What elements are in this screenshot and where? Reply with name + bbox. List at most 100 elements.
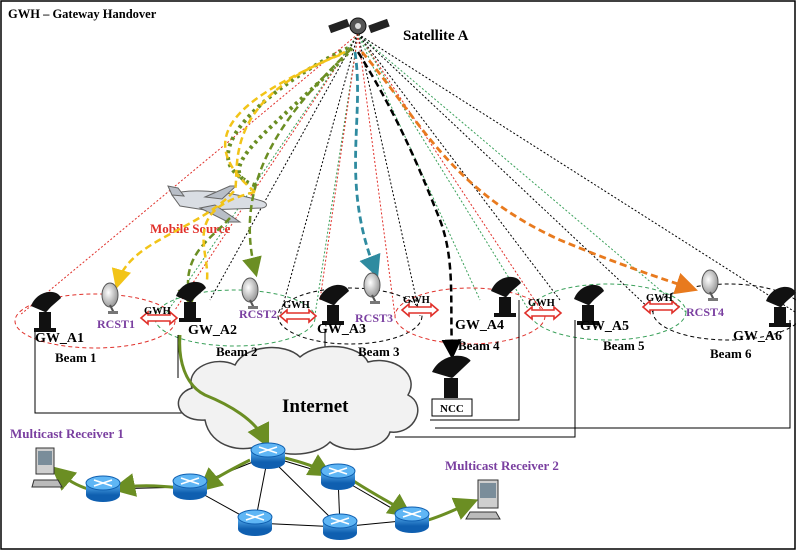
- multicast-flow-arrow: [198, 458, 251, 492]
- gwh-label: GWH: [403, 295, 430, 306]
- router-icon: [172, 473, 208, 500]
- mobile-source-label: Mobile Source: [150, 221, 231, 236]
- beam-label-5: Beam 5: [603, 338, 645, 353]
- multicast-flow-arrow: [284, 454, 333, 477]
- router-link: [267, 455, 341, 528]
- beam-label-4: Beam 4: [458, 338, 500, 353]
- beam-line: [319, 33, 359, 301]
- yellow-to-rcst1: [111, 53, 341, 290]
- router-icon: [250, 442, 286, 469]
- downlink-olive-dashed: [242, 49, 351, 278]
- rcst-dish-icon: [363, 272, 381, 304]
- rcst1-label: RCST1: [97, 317, 135, 331]
- ncc-box: [431, 398, 473, 417]
- yellow-dashed: [202, 50, 346, 281]
- gateway-label-gw-a6: GW_A6: [733, 329, 782, 344]
- computer-icon-receiver-1: [31, 447, 63, 488]
- gateway-antennas: [31, 276, 796, 332]
- beam-line: [357, 33, 531, 313]
- gwh-double-arrow: [523, 305, 563, 321]
- gwh-double-arrow: [400, 302, 440, 318]
- beam-line: [357, 33, 396, 317]
- teal-to-rcst3: [353, 51, 381, 278]
- router-icon: [394, 506, 430, 533]
- gateway-label-gw-a5: GW_A5: [580, 319, 629, 334]
- internet-cloud: Internet: [177, 345, 419, 455]
- gwh-label: GWH: [528, 298, 555, 309]
- multicast-receiver-2-label: Multicast Receiver 2: [445, 458, 559, 473]
- satellite-beam-lines: [19, 33, 796, 317]
- uplink-olive-dotted: [237, 46, 354, 187]
- beam-line: [19, 33, 359, 316]
- gwh-label: GWH: [144, 306, 171, 317]
- router-icon: [237, 509, 273, 536]
- wire-gw6: [435, 320, 791, 429]
- wire-gw1: [34, 330, 190, 414]
- rcst2-label: RCST2: [239, 307, 277, 321]
- rcst-dishes: [101, 269, 719, 314]
- beam-1-ellipse: [14, 293, 176, 349]
- computer-icon-receiver-2: [465, 479, 501, 520]
- gwh-label: GWH: [283, 300, 310, 311]
- router-icon: [320, 463, 356, 490]
- beam-line: [314, 33, 359, 316]
- satellite-label: Satellite A: [403, 28, 469, 44]
- beam-line: [174, 33, 359, 311]
- beam-label-1: Beam 1: [55, 350, 97, 365]
- beam-6-ellipse: [652, 283, 796, 341]
- beam-line: [357, 33, 481, 301]
- gateway-label-gw-a3: GW_A3: [317, 322, 366, 337]
- gateway-antenna-icon: [491, 276, 521, 317]
- beam-line: [357, 33, 796, 313]
- beam-2-ellipse: [154, 289, 316, 347]
- rcst-dish-icon: [241, 277, 259, 309]
- airplane-icon: [167, 185, 267, 223]
- wire-gw5: [395, 320, 576, 438]
- multicast-flow-arrow: [178, 334, 270, 449]
- gwh-double-arrow: [641, 299, 681, 315]
- diagram-title: GWH – Gateway Handover: [8, 7, 157, 21]
- beam-3-ellipse: [277, 287, 423, 345]
- beam-line: [357, 33, 546, 317]
- black-to-ncc: [356, 51, 462, 360]
- router-icon: [85, 475, 121, 502]
- beam-line: [164, 33, 359, 316]
- beam-label-2: Beam 2: [216, 344, 258, 359]
- wired-connections: [34, 300, 791, 438]
- internet-label: Internet: [282, 396, 349, 417]
- beam-line: [357, 33, 421, 317]
- beam-line: [357, 33, 687, 313]
- orange-to-rcst4: [360, 51, 698, 295]
- ncc-label: NCC: [440, 403, 464, 415]
- rcst-dish-icon: [701, 269, 719, 301]
- multicast-receiver-1-label: Multicast Receiver 1: [10, 426, 124, 441]
- gwh-double-arrow: [139, 310, 179, 326]
- beam-line: [279, 33, 359, 317]
- beam-label-6: Beam 6: [710, 346, 752, 361]
- gateway-antenna-icon: [574, 284, 604, 325]
- routers: [85, 442, 430, 540]
- gwh-handover-arrows: [139, 299, 681, 326]
- rcst3-label: RCST3: [355, 311, 393, 325]
- beam-line: [357, 33, 561, 301]
- gateway-label-gw-a2: GW_A2: [188, 323, 237, 338]
- beam-line: [357, 33, 654, 313]
- router-icon: [322, 513, 358, 540]
- beam-label-3: Beam 3: [358, 344, 400, 359]
- multicast-flow-arrow: [351, 478, 413, 518]
- beam-coverage-areas: [14, 283, 796, 349]
- wire-gw4: [430, 300, 520, 421]
- rcst4-label: RCST4: [686, 305, 724, 319]
- ncc-antenna-icon: [432, 355, 471, 398]
- data-flow-arrows: [111, 46, 698, 360]
- beam-line: [209, 33, 359, 301]
- gwh-double-arrow: [278, 308, 318, 324]
- gateway-antenna-icon: [176, 281, 206, 322]
- gateway-antenna-icon: [319, 284, 349, 325]
- multicast-flow-arrow: [427, 497, 479, 522]
- gwh-label: GWH: [646, 293, 673, 304]
- gateway-antenna-icon: [766, 286, 796, 327]
